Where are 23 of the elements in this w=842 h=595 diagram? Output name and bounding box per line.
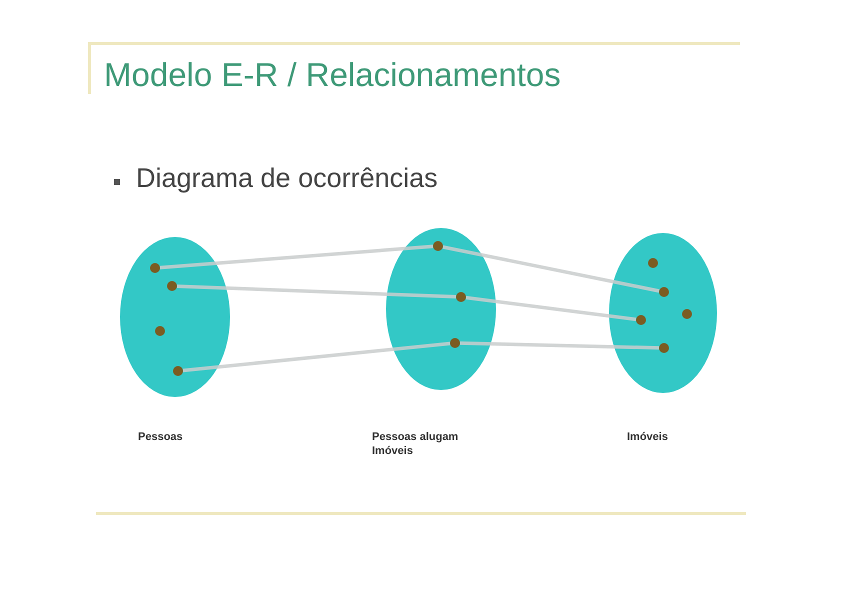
dot	[648, 258, 658, 268]
dot	[456, 292, 466, 302]
connector-line	[442, 245, 660, 293]
dot	[433, 241, 443, 251]
slide-title: Modelo E-R / Relacionamentos	[104, 56, 561, 94]
connector-line	[160, 244, 434, 270]
set-label: Pessoas alugam Imóveis	[372, 430, 460, 458]
dot	[173, 366, 183, 376]
bullet-text: Diagrama de ocorrências	[136, 163, 438, 194]
connector-line	[460, 341, 660, 350]
dot	[155, 326, 165, 336]
dot	[659, 343, 669, 353]
dot	[659, 287, 669, 297]
dot	[150, 263, 160, 273]
dot	[636, 315, 646, 325]
dot	[167, 281, 177, 291]
connector-line	[176, 284, 456, 299]
dot	[450, 338, 460, 348]
set-label: Imóveis	[627, 430, 669, 444]
dot	[682, 309, 692, 319]
set-label: Pessoas	[138, 430, 184, 444]
connector-line	[466, 296, 636, 322]
connector-line	[182, 342, 450, 372]
